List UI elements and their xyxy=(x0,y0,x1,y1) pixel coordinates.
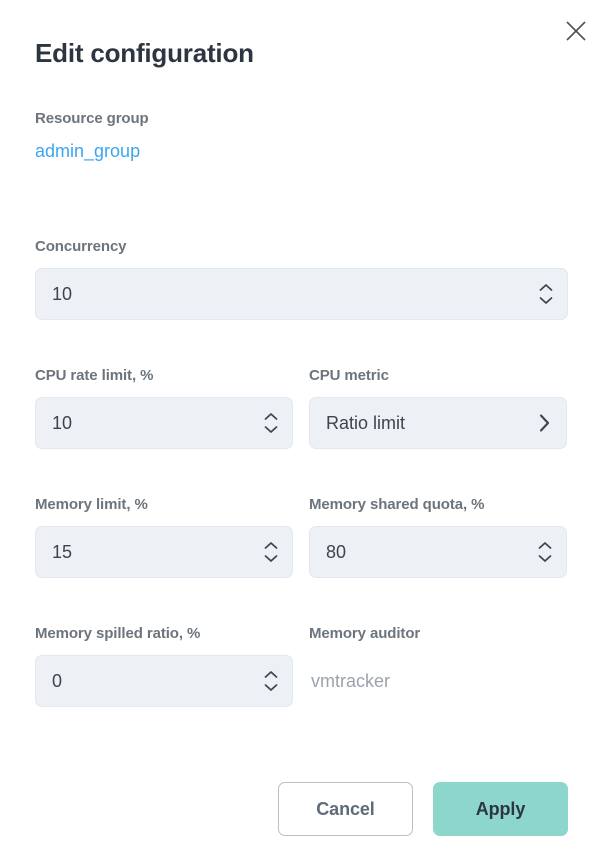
concurrency-input[interactable]: 10 xyxy=(35,268,568,320)
memory-spilled-ratio-stepper[interactable] xyxy=(264,671,278,692)
concurrency-stepper[interactable] xyxy=(539,284,553,305)
chevron-up-icon xyxy=(539,284,553,291)
memory-limit-label: Memory limit, % xyxy=(35,496,148,513)
field-resource-group: Resource group admin_group xyxy=(35,110,576,162)
chevron-down-icon xyxy=(264,684,278,691)
cpu-metric-select[interactable]: Ratio limit xyxy=(309,397,567,449)
chevron-up-icon xyxy=(538,542,552,549)
memory-auditor-label: Memory auditor xyxy=(309,625,421,642)
chevron-down-icon xyxy=(264,555,278,562)
memory-limit-stepper[interactable] xyxy=(264,542,278,563)
concurrency-value: 10 xyxy=(52,284,73,304)
cpu-row: CPU rate limit, % CPU metric 10 Ratio li… xyxy=(35,367,576,449)
cpu-rate-limit-stepper[interactable] xyxy=(264,413,278,434)
dialog-title: Edit configuration xyxy=(35,38,254,68)
memory-row-1: Memory limit, % Memory shared quota, % 1… xyxy=(35,496,576,578)
chevron-right-icon xyxy=(539,414,550,432)
resource-group-link[interactable]: admin_group xyxy=(35,141,141,161)
cpu-rate-limit-label: CPU rate limit, % xyxy=(35,367,154,384)
memory-shared-quota-input[interactable]: 80 xyxy=(309,526,567,578)
cancel-button[interactable]: Cancel xyxy=(278,782,413,836)
close-button[interactable] xyxy=(559,14,593,48)
memory-shared-quota-label: Memory shared quota, % xyxy=(309,496,485,513)
concurrency-label: Concurrency xyxy=(35,238,127,255)
chevron-down-icon xyxy=(264,426,278,433)
cpu-rate-limit-value: 10 xyxy=(52,413,73,433)
field-concurrency: Concurrency 10 xyxy=(35,238,576,320)
memory-spilled-ratio-value: 0 xyxy=(52,671,63,691)
dialog-footer: Cancel Apply xyxy=(35,782,568,836)
chevron-up-icon xyxy=(264,413,278,420)
resource-group-label: Resource group xyxy=(35,110,149,127)
cpu-metric-label: CPU metric xyxy=(309,367,389,384)
chevron-up-icon xyxy=(264,542,278,549)
memory-limit-value: 15 xyxy=(52,542,73,562)
memory-shared-quota-stepper[interactable] xyxy=(538,542,552,563)
apply-button[interactable]: Apply xyxy=(433,782,568,836)
chevron-down-icon xyxy=(539,297,553,304)
memory-auditor-value: vmtracker xyxy=(311,671,391,691)
cpu-rate-limit-input[interactable]: 10 xyxy=(35,397,293,449)
memory-limit-input[interactable]: 15 xyxy=(35,526,293,578)
close-icon xyxy=(565,20,587,42)
cpu-metric-value: Ratio limit xyxy=(326,413,406,433)
memory-spilled-ratio-label: Memory spilled ratio, % xyxy=(35,625,201,642)
memory-row-2: Memory spilled ratio, % Memory auditor 0… xyxy=(35,625,576,707)
memory-spilled-ratio-input[interactable]: 0 xyxy=(35,655,293,707)
memory-shared-quota-value: 80 xyxy=(326,542,347,562)
chevron-up-icon xyxy=(264,671,278,678)
chevron-down-icon xyxy=(538,555,552,562)
